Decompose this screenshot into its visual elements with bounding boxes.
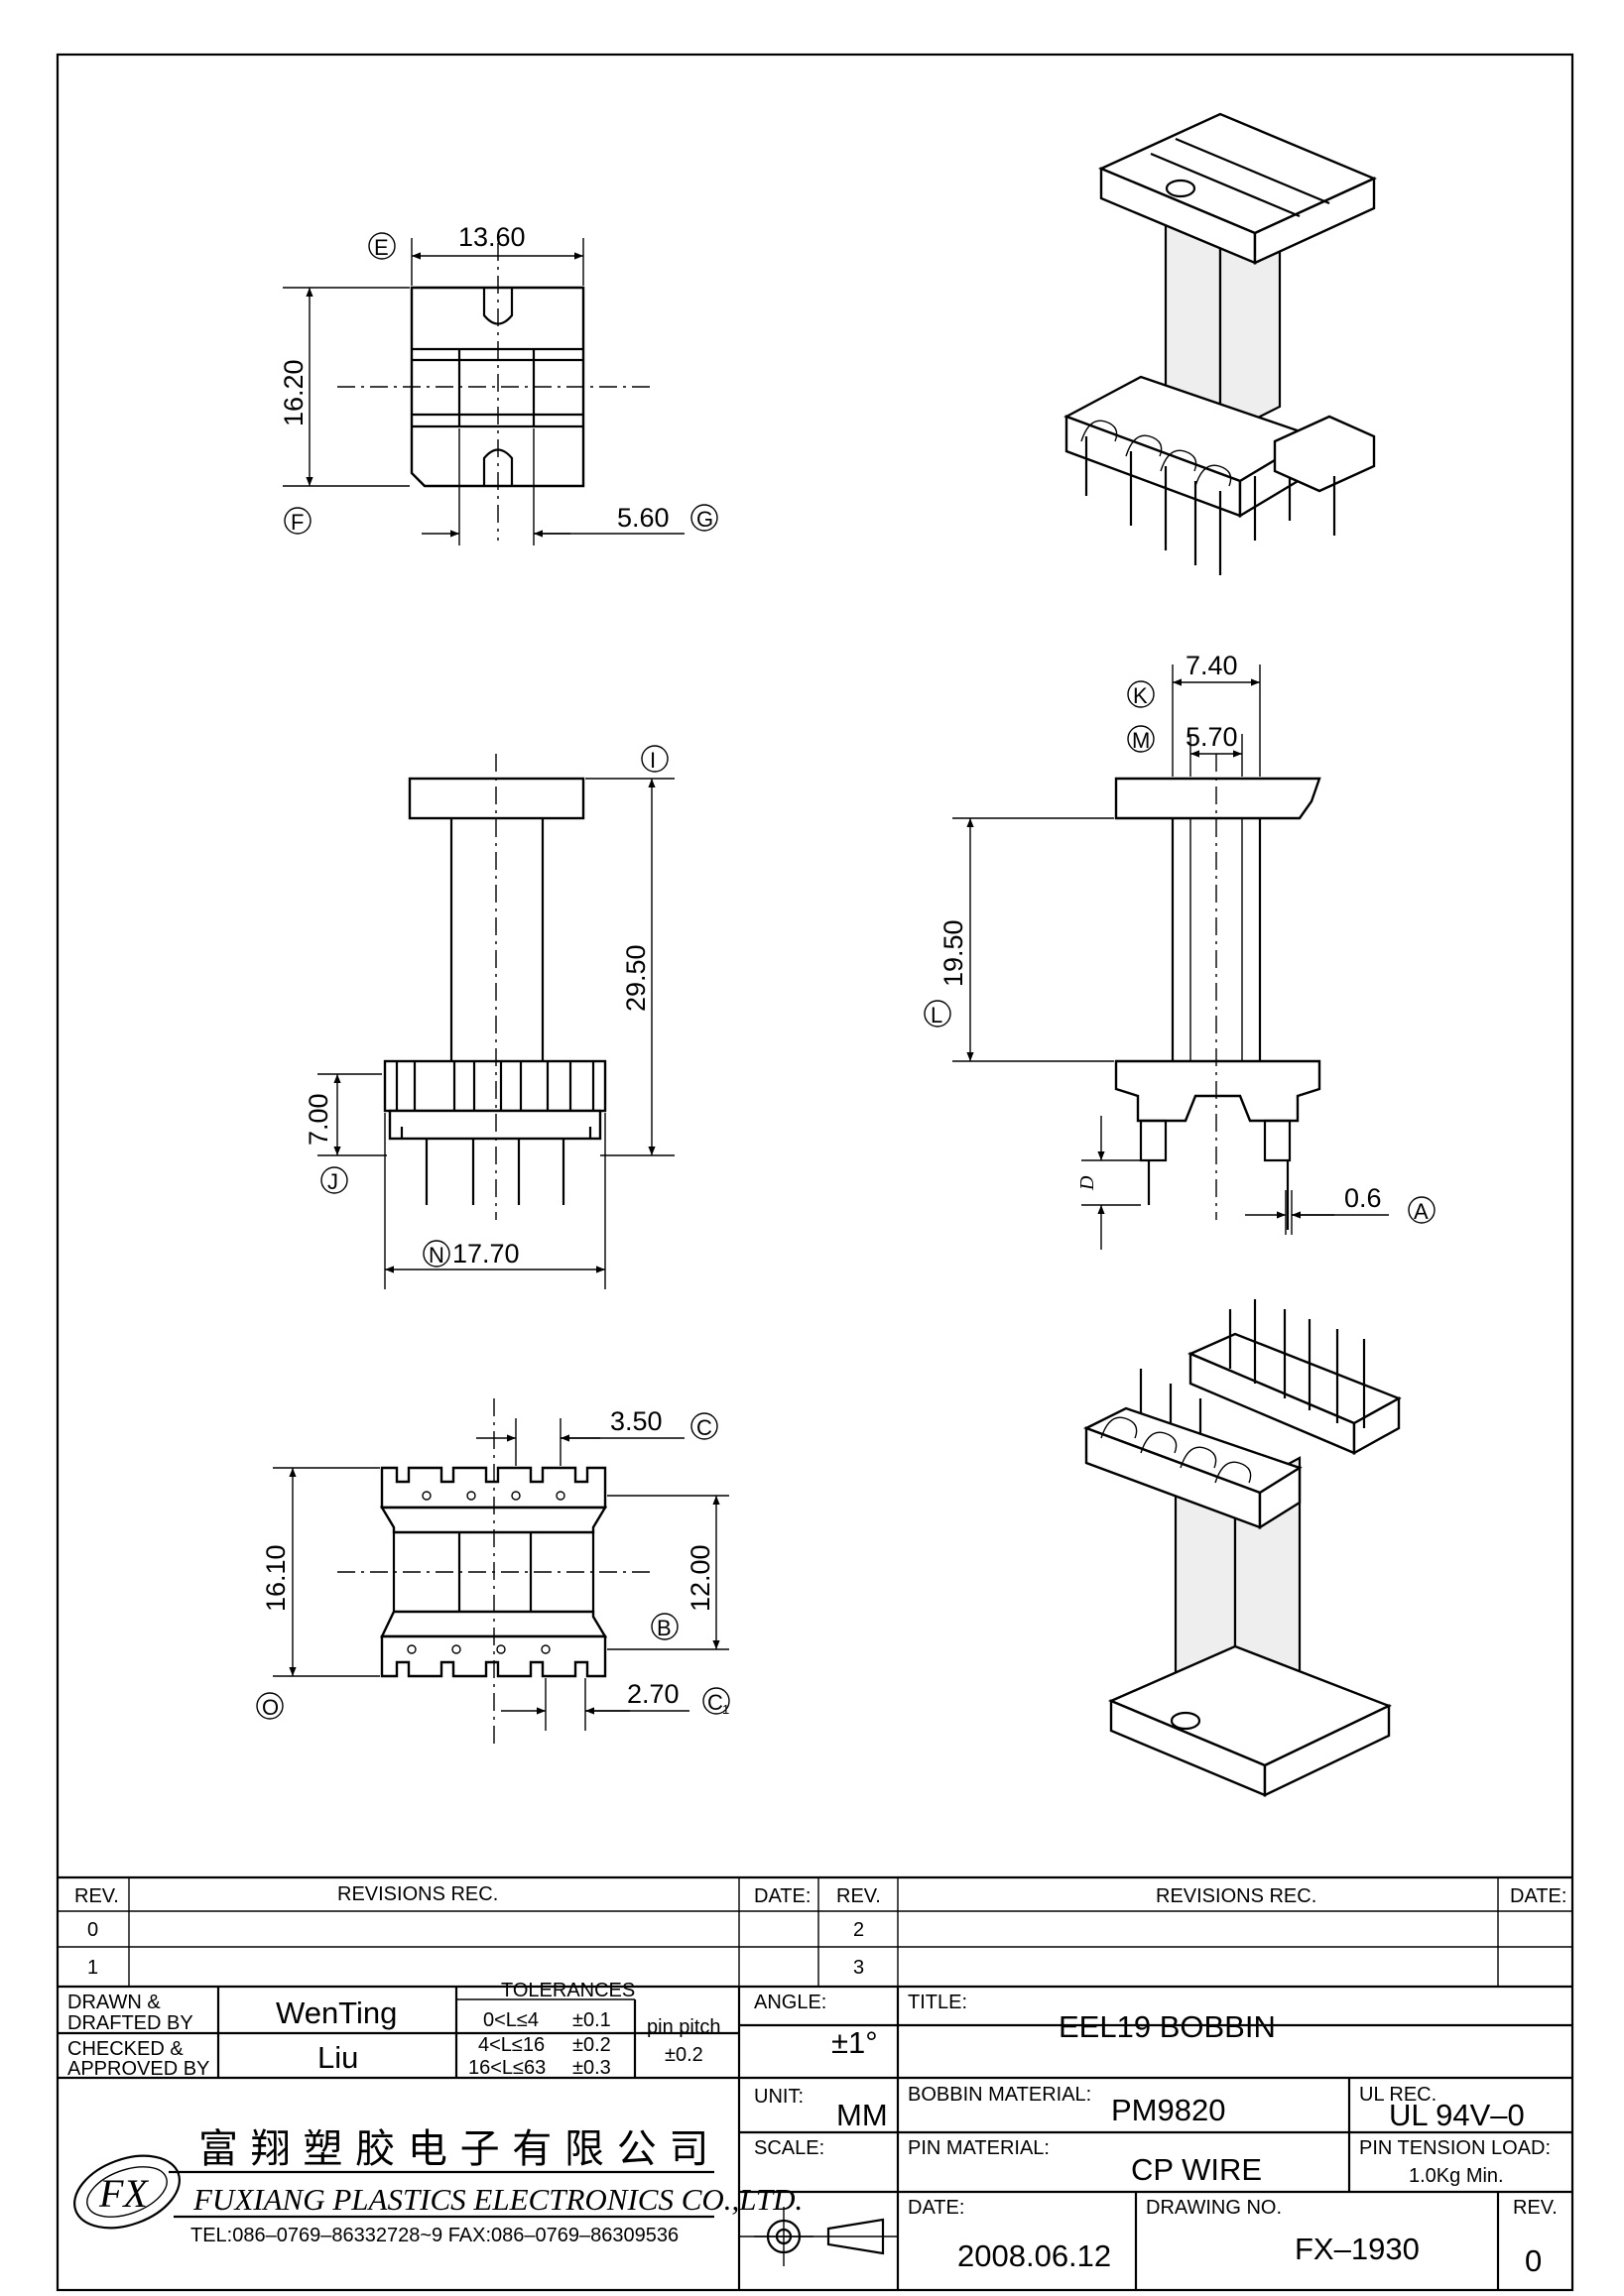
rev-header-right: REV. xyxy=(836,1885,881,1907)
company-name-cn: 富 翔 塑 胶 电 子 有 限 公 司 xyxy=(198,2126,708,2172)
dim-g-value: 5.60 xyxy=(617,503,670,533)
pin-material-value: CP WIRE xyxy=(1131,2152,1262,2187)
title-value: EEL19 BOBBIN xyxy=(1059,2009,1276,2044)
checked-label: CHECKED & xyxy=(67,2038,184,2060)
rec-header-left: REVISIONS REC. xyxy=(337,1883,498,1905)
pin-pitch-label: pin pitch xyxy=(647,2016,721,2038)
dim-k-value: 7.40 xyxy=(1186,651,1238,680)
revision-table: REV. REVISIONS REC. DATE: REV. REVISIONS… xyxy=(58,1875,1572,1989)
rev-left-0: 0 xyxy=(87,1919,98,1941)
bottom-view: 3.50 C 16.10 O 12.00 B 2.70 C 1 xyxy=(256,1398,730,1746)
rev-label: REV. xyxy=(1513,2197,1558,2219)
marker-a: A xyxy=(1414,1199,1429,1224)
marker-c1-subscript: 1 xyxy=(722,1702,729,1717)
rev-header-left: REV. xyxy=(74,1885,119,1907)
projection-symbol-icon xyxy=(739,2207,898,2266)
marker-n: N xyxy=(429,1243,444,1268)
dim-a-value: 0.6 xyxy=(1344,1183,1382,1213)
iso-view-top xyxy=(1063,112,1377,575)
sheet-border xyxy=(56,53,1574,2292)
tol-range-2: 16<L≤63 xyxy=(468,2057,546,2079)
marker-b: B xyxy=(657,1616,672,1640)
title-block: DRAWN & DRAFTED BY WenTing CHECKED & APP… xyxy=(58,1980,1572,2290)
date-label: DATE: xyxy=(908,2197,964,2219)
unit-label: UNIT: xyxy=(754,2086,804,2108)
marker-o: O xyxy=(262,1695,279,1720)
marker-k: K xyxy=(1133,683,1148,708)
company-contact: TEL:086–0769–86332728~9 FAX:086–0769–863… xyxy=(190,2225,679,2246)
approved-label: APPROVED BY xyxy=(67,2058,209,2080)
scale-label: SCALE: xyxy=(754,2137,824,2159)
marker-e: E xyxy=(374,235,389,260)
rev-right-2: 2 xyxy=(853,1919,864,1941)
dim-d-label: D xyxy=(1076,1175,1098,1191)
dim-j-value: 7.00 xyxy=(304,1093,333,1146)
marker-g: G xyxy=(696,507,713,532)
unit-value: MM xyxy=(836,2098,888,2132)
date-header-left: DATE: xyxy=(754,1885,811,1907)
tol-value-1: ±0.2 xyxy=(572,2034,611,2056)
tol-value-0: ±0.1 xyxy=(572,2009,611,2031)
rev-left-1: 1 xyxy=(87,1957,98,1979)
dim-n-value: 17.70 xyxy=(452,1239,520,1269)
drawing-no-label: DRAWING NO. xyxy=(1146,2197,1282,2219)
pin-pitch-value: ±0.2 xyxy=(665,2044,703,2066)
drawing-no-value: FX–1930 xyxy=(1295,2232,1420,2266)
dim-i-value: 29.50 xyxy=(621,944,651,1012)
company-name-en: FUXIANG PLASTICS ELECTRONICS CO.,LTD. xyxy=(192,2182,803,2217)
iso-view-bottom xyxy=(1082,1299,1402,1797)
drawn-label: DRAWN & xyxy=(67,1992,161,2013)
ul-value: UL 94V–0 xyxy=(1389,2098,1525,2132)
ul-label: UL REC. xyxy=(1359,2084,1437,2106)
pin-tension-label: PIN TENSION LOAD: xyxy=(1359,2137,1551,2159)
dim-l-value: 19.50 xyxy=(938,919,968,987)
angle-value: ±1° xyxy=(831,2025,878,2060)
marker-c: C xyxy=(696,1415,712,1440)
marker-i: I xyxy=(650,748,656,773)
dim-b-value: 12.00 xyxy=(686,1544,715,1612)
dim-e-value: 13.60 xyxy=(458,222,526,252)
marker-j: J xyxy=(327,1169,338,1194)
marker-c1: C xyxy=(707,1690,723,1715)
bobbin-material-label: BOBBIN MATERIAL: xyxy=(908,2084,1091,2106)
bobbin-material-value: PM9820 xyxy=(1111,2093,1225,2127)
title-label: TITLE: xyxy=(908,1992,967,2013)
logo-text: FX xyxy=(98,2171,149,2216)
pin-material-label: PIN MATERIAL: xyxy=(908,2137,1050,2159)
dim-m-value: 5.70 xyxy=(1186,722,1238,752)
marker-f: F xyxy=(291,510,304,535)
marker-l: L xyxy=(931,1003,942,1027)
angle-label: ANGLE: xyxy=(754,1992,826,2013)
tol-range-1: 4<L≤16 xyxy=(478,2034,545,2056)
drafted-label: DRAFTED BY xyxy=(67,2012,193,2034)
rev-value: 0 xyxy=(1525,2243,1542,2278)
dim-c-value: 3.50 xyxy=(610,1406,663,1436)
tolerances-label: TOLERANCES xyxy=(501,1980,635,2001)
dim-f-value: 16.20 xyxy=(279,359,309,426)
side-view: 7.40 K 5.70 M 19.50 L D 0.6 A xyxy=(924,651,1436,1250)
rec-header-right: REVISIONS REC. xyxy=(1156,1885,1316,1907)
tol-value-2: ±0.3 xyxy=(572,2057,611,2079)
date-header-right: DATE: xyxy=(1510,1885,1566,1907)
top-view: 13.60 E 16.20 F 5.60 G xyxy=(279,222,718,545)
checked-value: Liu xyxy=(317,2040,358,2075)
front-view: 29.50 I 7.00 J N 17.70 xyxy=(304,745,675,1289)
date-value: 2008.06.12 xyxy=(957,2238,1111,2273)
tol-range-0: 0<L≤4 xyxy=(483,2009,539,2031)
drawn-value: WenTing xyxy=(276,1995,397,2030)
pin-tension-value: 1.0Kg Min. xyxy=(1409,2165,1504,2187)
company-logo-icon: FX xyxy=(72,2154,714,2230)
dim-o-value: 16.10 xyxy=(261,1544,291,1612)
dim-c1-value: 2.70 xyxy=(627,1679,680,1709)
rev-right-3: 3 xyxy=(853,1957,864,1979)
marker-m: M xyxy=(1132,728,1150,753)
